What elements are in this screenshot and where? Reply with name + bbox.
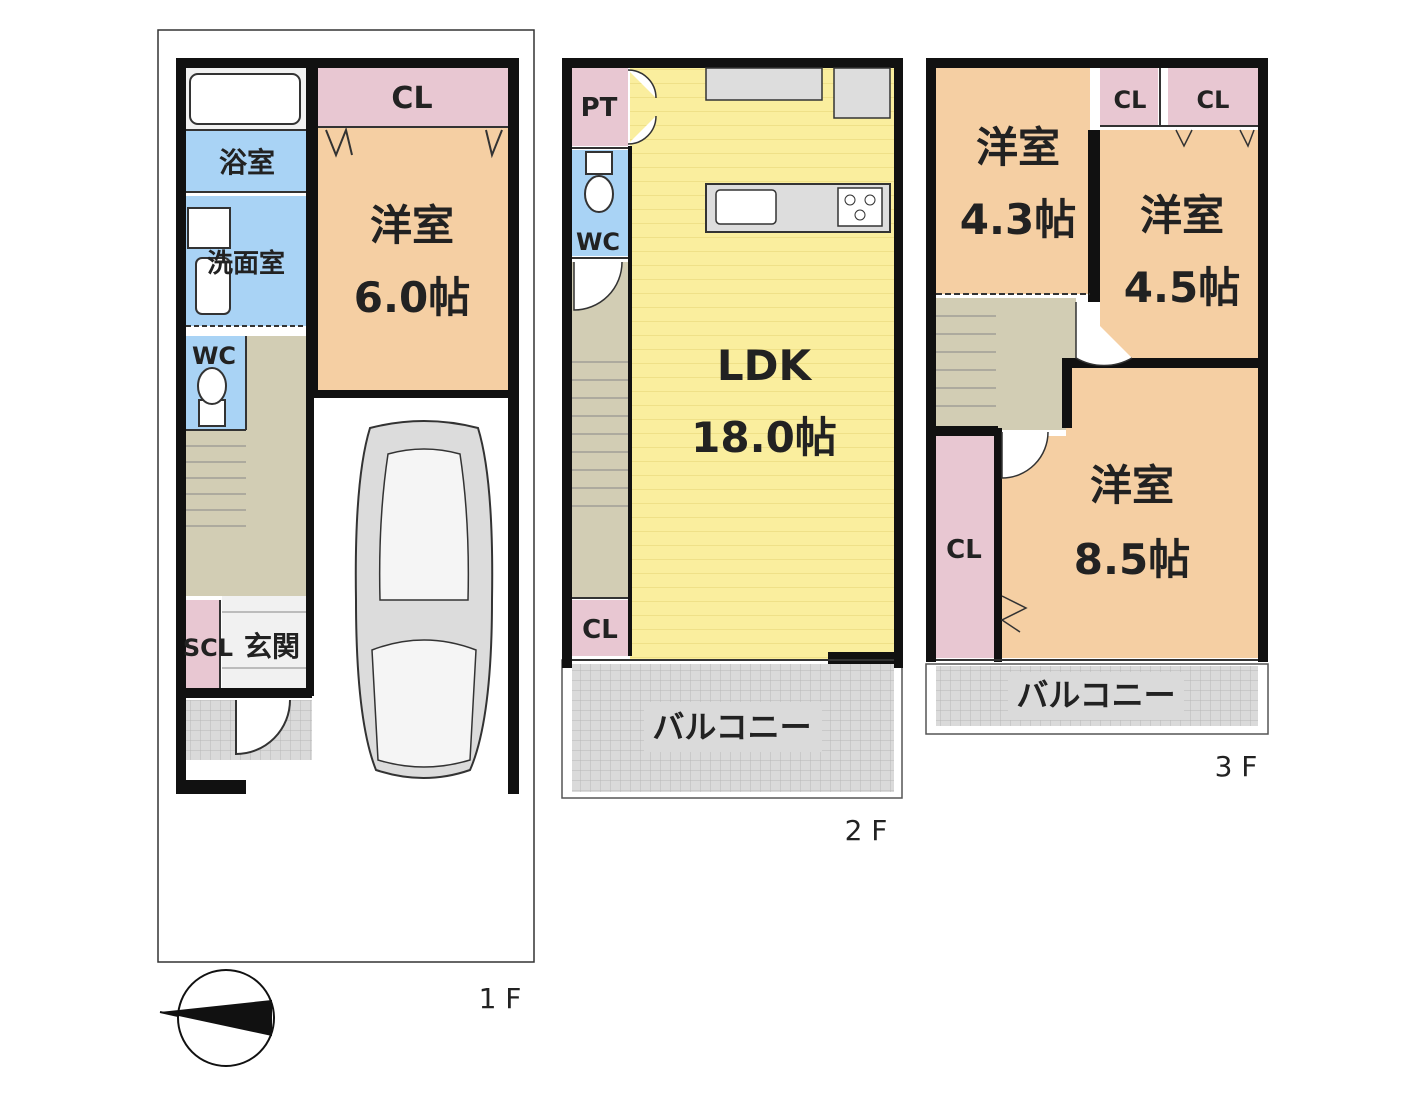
western-room-4-3 bbox=[936, 68, 1090, 294]
site-boundary-1f bbox=[157, 29, 535, 963]
closet-2f bbox=[572, 600, 628, 656]
western-room-8-5 bbox=[1066, 368, 1258, 658]
wc-label-2f: WC bbox=[576, 228, 620, 256]
floor-3: 洋室 4.3帖 洋室 4.5帖 洋室 8.5帖 CL CL CL バルコニー 3… bbox=[925, 58, 1269, 783]
shoe-closet-label: SCL bbox=[183, 634, 233, 662]
floor-label-1f: 1 F bbox=[479, 982, 522, 1015]
hall-3f bbox=[936, 298, 1076, 430]
balcony-label-2f: バルコニー bbox=[652, 708, 811, 746]
bath-room bbox=[186, 130, 306, 192]
balcony-outline-3f bbox=[925, 663, 1269, 735]
closet-label-3f-2: CL bbox=[1197, 86, 1230, 114]
entrance-door[interactable] bbox=[235, 699, 291, 756]
entrance-label: 玄関 bbox=[244, 630, 300, 663]
room-b-size: 4.5帖 bbox=[1124, 263, 1240, 312]
balcony-label-bg-3f bbox=[1008, 672, 1184, 720]
wc-label-1f: WC bbox=[192, 342, 236, 370]
western-room-6 bbox=[318, 127, 508, 390]
washroom-label: 洗面室 bbox=[207, 248, 285, 279]
ldk-size: 18.0帖 bbox=[691, 413, 837, 462]
sink-icon bbox=[187, 207, 231, 249]
room-c-label: 洋室 bbox=[1090, 461, 1174, 510]
toilet-icon bbox=[584, 151, 614, 213]
room-a-size: 4.3帖 bbox=[960, 195, 1076, 244]
kitchen-sink-icon bbox=[715, 189, 777, 225]
balcony-label-3f: バルコニー bbox=[1016, 676, 1175, 714]
hall-2f bbox=[572, 262, 628, 598]
room-a-label: 洋室 bbox=[976, 123, 1060, 172]
room-c-size: 8.5帖 bbox=[1074, 535, 1190, 584]
floor-label-3f: 3 F bbox=[1215, 750, 1258, 783]
entrance-hall bbox=[222, 596, 306, 688]
western-room-4-5 bbox=[1100, 130, 1258, 358]
closet-label: CL bbox=[391, 81, 432, 116]
bath-label: 浴室 bbox=[219, 146, 275, 179]
shoe-closet bbox=[186, 600, 220, 688]
floor-1: CL 浴室 洋室 6.0帖 洗面室 WC SCL 玄関 1 F bbox=[157, 29, 535, 1015]
closet-3f-c bbox=[936, 436, 994, 658]
western-room-size: 6.0帖 bbox=[354, 273, 470, 322]
closet-1f bbox=[318, 67, 508, 127]
washing-machine-icon bbox=[195, 257, 231, 315]
stair-hall-1f bbox=[186, 430, 306, 596]
ldk-label: LDK bbox=[717, 341, 813, 390]
floor-label-2f: 2 F bbox=[845, 814, 888, 847]
closet-3f-a bbox=[1100, 68, 1158, 126]
room-b-label: 洋室 bbox=[1140, 191, 1224, 240]
stove-icon bbox=[837, 187, 883, 227]
upper-cabinet bbox=[705, 67, 823, 101]
balcony-label-bg-2f bbox=[644, 702, 822, 752]
pantry bbox=[572, 68, 628, 146]
western-room-label: 洋室 bbox=[370, 201, 454, 250]
bathtub-icon bbox=[189, 73, 301, 125]
closet-label-2f: CL bbox=[582, 615, 618, 645]
closet-label-3f-3: CL bbox=[946, 535, 982, 565]
fridge-space bbox=[833, 67, 891, 119]
closet-3f-b bbox=[1168, 68, 1258, 126]
ldk-room bbox=[630, 68, 894, 660]
pantry-label: PT bbox=[581, 93, 618, 123]
closet-label-3f-1: CL bbox=[1114, 86, 1147, 114]
car-icon bbox=[354, 420, 494, 779]
floor-2: PT WC LDK 18.0帖 CL バルコニー 2 F bbox=[561, 58, 903, 847]
compass-icon bbox=[159, 969, 275, 1067]
toilet-icon bbox=[197, 367, 227, 427]
